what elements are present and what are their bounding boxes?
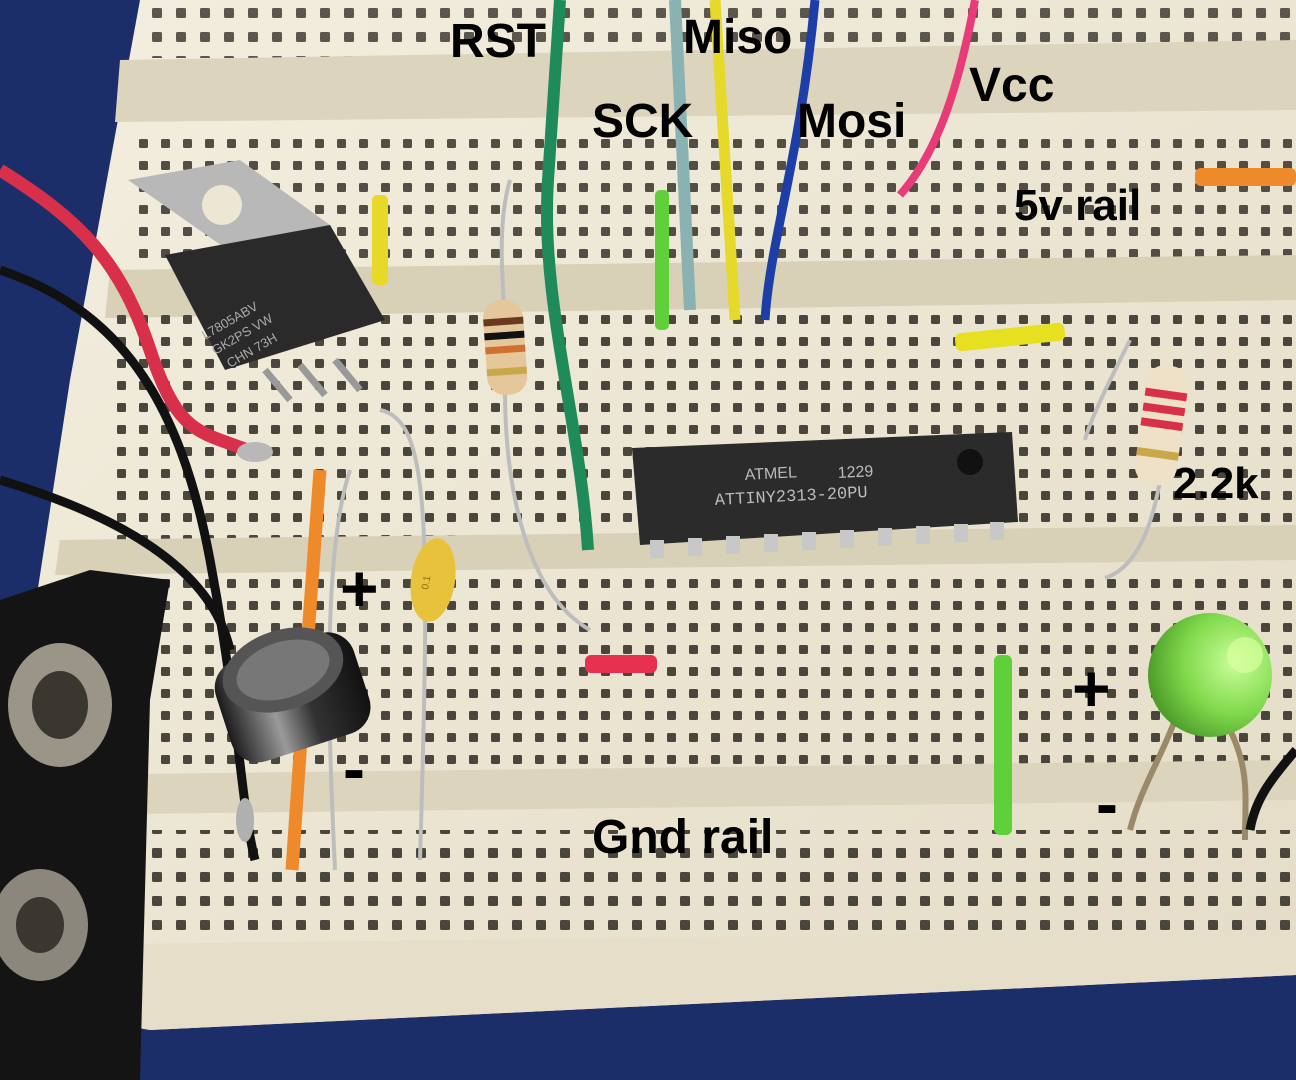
wire-sck-greyblue <box>669 0 696 311</box>
cap-minus-sign: - <box>343 731 365 805</box>
attiny2313-chip: ATMEL 1229 ATTINY2313-20PU <box>632 432 1018 558</box>
cap-plus-sign: + <box>340 551 379 625</box>
jumper-green-1 <box>655 190 669 330</box>
wire-rst-green <box>540 0 594 551</box>
label-mosi: Mosi <box>797 95 907 148</box>
label-miso: Miso <box>683 11 793 64</box>
jumper-yellow-1 <box>372 195 388 285</box>
green-led <box>1127 613 1296 841</box>
chip-brand: ATMEL <box>744 464 797 484</box>
label-5v-rail: 5v rail <box>1014 181 1142 230</box>
jumper-red <box>585 655 657 673</box>
battery-black-lead <box>0 265 260 862</box>
resistor-rst <box>483 299 528 396</box>
label-sck: SCK <box>592 95 694 148</box>
led-plus-sign: + <box>1072 651 1111 725</box>
jumper-green-2 <box>994 655 1012 835</box>
wire-miso-yellow <box>709 0 741 321</box>
chip-date-code: 1229 <box>837 463 874 482</box>
label-gnd-rail: Gnd rail <box>592 811 774 864</box>
electrolytic-capacitor <box>214 627 371 763</box>
battery-red-lead <box>0 164 263 462</box>
ceramic-capacitor: 0.1 <box>410 538 456 622</box>
label-rst: RST <box>450 15 546 68</box>
center-channel-top <box>105 255 1296 318</box>
label-vcc: Vcc <box>969 59 1055 112</box>
ceramic-cap-marking: 0.1 <box>420 574 433 590</box>
wire-vcc-pink <box>897 0 979 198</box>
wire-mosi-blue <box>760 0 820 321</box>
led-minus-sign: - <box>1096 766 1118 840</box>
gnd-rail-divider <box>45 760 1296 815</box>
resistor-2k2 <box>1134 365 1189 486</box>
jumper-yellow-2 <box>954 322 1066 352</box>
wire-5v-orange <box>1195 168 1296 186</box>
chip-pins <box>650 522 1004 558</box>
label-resistor-value: 2.2k <box>1173 459 1259 508</box>
voltage-regulator: L7805ABV GK2PS VW CHN 73H <box>128 160 385 403</box>
top-rail-divider <box>115 40 1296 122</box>
